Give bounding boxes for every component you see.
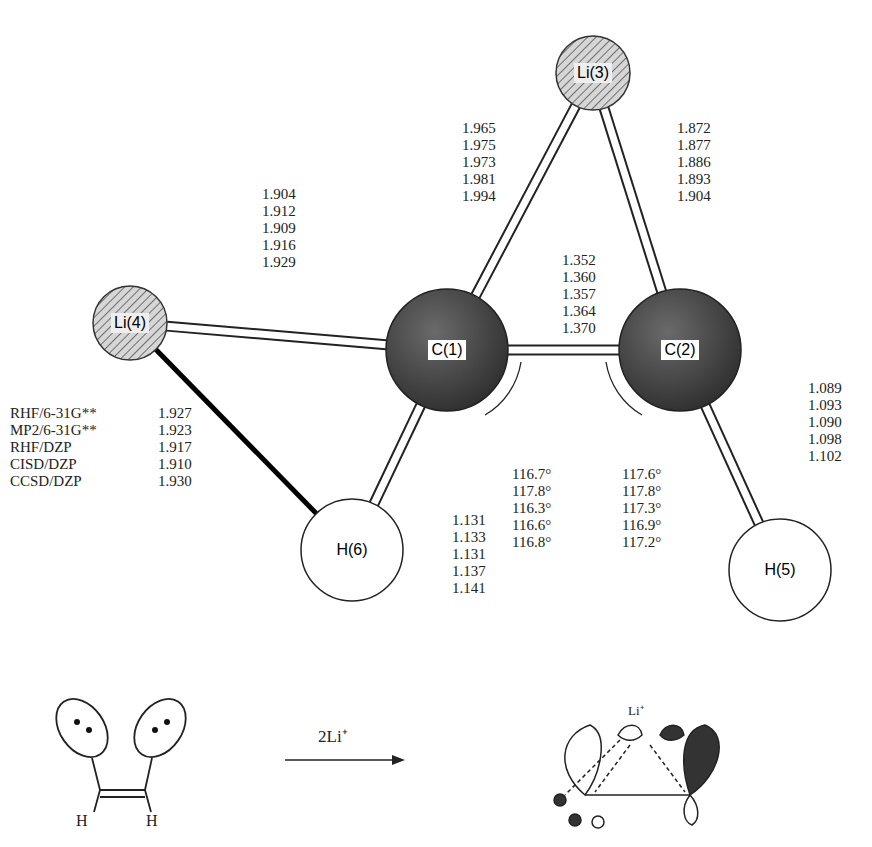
bond-fill: [374, 405, 421, 504]
bond-length: 1.904: [262, 186, 296, 203]
atom-circle: [729, 519, 831, 621]
atom-circle: [301, 499, 403, 601]
bond-outline: [167, 326, 386, 345]
atom-label: C(1): [428, 340, 465, 360]
bond-angle: 117.8°: [622, 483, 661, 500]
atom-circle: [556, 36, 630, 110]
bond-angle: 117.3°: [622, 500, 661, 517]
method-name: RHF/6-31G**: [10, 405, 97, 422]
bond-angle: 116.3°: [512, 500, 551, 517]
bond-length: 1.131: [452, 546, 486, 563]
bond-angle: 117.8°: [512, 483, 551, 500]
bond-line: [508, 350, 619, 351]
hydrogen-atom: H(5): [728, 518, 832, 622]
method-name: CCSD/DZP: [10, 473, 82, 490]
method-name: MP2/6-31G**: [10, 422, 97, 439]
bond-line: [604, 108, 662, 292]
atom-circle: [619, 289, 741, 411]
bond-length: 1.965: [462, 120, 496, 137]
bond-length: 1.093: [808, 397, 842, 414]
bond-length: 1.929: [262, 254, 296, 271]
bond-angle: 117.6°: [622, 466, 661, 483]
reaction-arrow: [285, 755, 405, 765]
bond-length: 1.886: [677, 154, 711, 171]
bond-fill: [167, 326, 386, 345]
bond-length: 1.910: [158, 456, 192, 473]
hydrogen-atom: H(6): [300, 498, 404, 602]
bond-outline: [374, 405, 421, 504]
bond-angle: 116.9°: [622, 517, 661, 534]
bond-length: 1.927: [158, 405, 192, 422]
electron-dots: [74, 719, 170, 733]
bond-length: 1.917: [158, 439, 192, 456]
lone-pair-sketch: [46, 689, 197, 812]
bond-length: 1.994: [462, 188, 496, 205]
bond-length: 1.916: [262, 237, 296, 254]
atom-symbol: H: [146, 812, 158, 829]
atom-label: Li(4): [111, 313, 149, 333]
bond-length: 1.973: [462, 154, 496, 171]
atom-symbol: H: [76, 812, 88, 829]
orbital-sketch: [554, 725, 719, 828]
bond-length: 1.089: [808, 380, 842, 397]
bond-length: 1.923: [158, 422, 192, 439]
bond-length: 1.352: [562, 252, 596, 269]
bond-line: [705, 406, 759, 524]
bond-length: 1.360: [562, 269, 596, 286]
contact-line: [156, 349, 316, 513]
bond-length: 1.141: [452, 580, 486, 597]
carbon-atom: C(2): [618, 288, 742, 412]
bond-length: 1.090: [808, 414, 842, 431]
bond-angle: 117.2°: [622, 534, 661, 551]
bond-fill: [604, 108, 662, 292]
bond-length: 1.357: [562, 286, 596, 303]
bond-length: 1.877: [677, 137, 711, 154]
method-name: CISD/DZP: [10, 456, 77, 473]
bond-angle: 116.7°: [512, 466, 551, 483]
bond-length: 1.370: [562, 320, 596, 337]
atom-label: C(2): [661, 340, 698, 360]
bond-angle: 116.8°: [512, 534, 551, 551]
atom-circle: [386, 289, 508, 411]
bond-length: 1.102: [808, 448, 842, 465]
atom-circle: [93, 286, 167, 360]
bond-length: 1.904: [677, 188, 711, 205]
atom-label: H(6): [333, 540, 370, 560]
atom-symbol: 2Li⁺: [318, 728, 348, 745]
carbon-atom: C(1): [385, 288, 509, 412]
lithium-atom: Li(4): [92, 285, 168, 361]
bond-fill: [705, 406, 759, 524]
bond-length: 1.981: [462, 171, 496, 188]
atom-symbol: Li⁺: [628, 702, 644, 719]
bond-length: 1.364: [562, 303, 596, 320]
bond-length: 1.131: [452, 512, 486, 529]
bond-length: 1.975: [462, 137, 496, 154]
lithium-atom: Li(3): [555, 35, 631, 111]
bond-length: 1.133: [452, 529, 486, 546]
bond-length: 1.912: [262, 203, 296, 220]
bond-line: [167, 326, 386, 345]
bond-angle: 116.6°: [512, 517, 551, 534]
bond-outline: [705, 406, 759, 524]
bond-line: [374, 405, 421, 504]
bond-length: 1.872: [677, 120, 711, 137]
bond-length: 1.893: [677, 171, 711, 188]
bond-outline: [604, 108, 662, 292]
bond-stroke: [156, 349, 316, 513]
atom-label: Li(3): [574, 63, 612, 83]
bond-length: 1.909: [262, 220, 296, 237]
bond-outline: [508, 345, 619, 356]
bond-length: 1.137: [452, 563, 486, 580]
atom-label: H(5): [761, 560, 798, 580]
bond-length: 1.930: [158, 473, 192, 490]
method-name: RHF/DZP: [10, 439, 72, 456]
bond-length: 1.098: [808, 431, 842, 448]
bond-fill: [508, 347, 619, 354]
